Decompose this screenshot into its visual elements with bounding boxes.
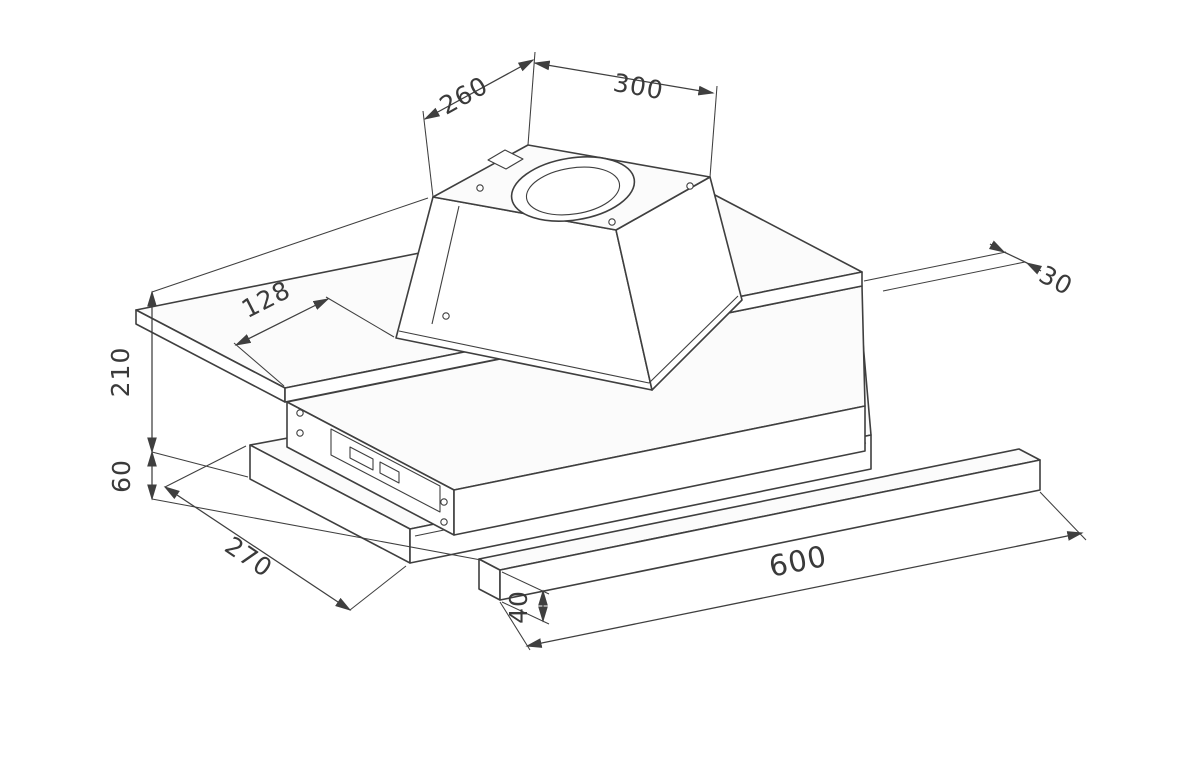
screw-icon (296, 429, 304, 437)
screw-icon (476, 184, 484, 192)
dim-label-300: 300 (611, 68, 666, 105)
duct-fold-line-front (398, 330, 650, 384)
screw-details (296, 182, 694, 526)
dimension-rear-gap: 30 (863, 240, 1078, 301)
dim-label-40: 40 (504, 590, 533, 624)
duct-fold-line-right (648, 295, 739, 384)
outlet-collar (510, 156, 636, 222)
dimension-total-height: 210 (106, 197, 429, 478)
dim-label-60: 60 (107, 459, 136, 493)
screw-icon (440, 498, 448, 506)
dim-label-210: 210 (106, 347, 135, 398)
dim-label-600: 600 (766, 539, 830, 584)
terminal-block-2 (379, 461, 400, 484)
screw-icon (608, 218, 616, 226)
screw-icon (686, 182, 694, 190)
duct-box (395, 144, 743, 391)
screw-icon (440, 518, 448, 526)
mounting-bracket (487, 149, 524, 170)
dim-label-260: 260 (435, 71, 493, 121)
dim-label-270: 270 (220, 531, 278, 583)
collar-inner-ring (525, 166, 621, 216)
screw-icon (442, 312, 450, 320)
screw-icon (296, 409, 304, 417)
dim-label-30: 30 (1034, 260, 1077, 301)
duct-seam-line (431, 205, 460, 325)
housing-lower-tier (286, 285, 866, 536)
terminal-block-1 (349, 446, 374, 471)
tier-front-face (453, 405, 866, 536)
control-module (330, 428, 441, 513)
